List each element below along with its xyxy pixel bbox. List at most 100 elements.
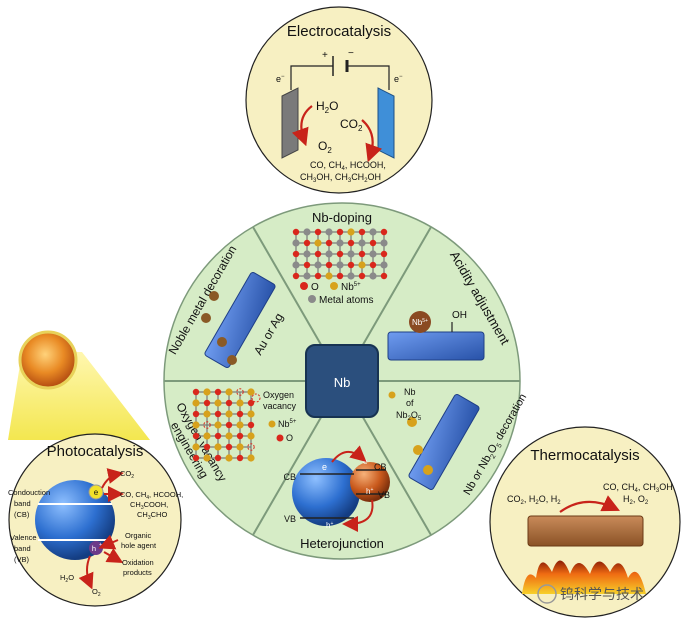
doping-lattice bbox=[292, 228, 388, 280]
oxygen-atom bbox=[247, 421, 255, 429]
photo-prod-3: CH3CHO bbox=[137, 510, 167, 521]
nb-atom bbox=[214, 399, 222, 407]
metal-atom bbox=[303, 250, 311, 258]
oxygen-atom bbox=[225, 443, 233, 451]
nb-center-box bbox=[305, 344, 379, 418]
e-left: e− bbox=[276, 74, 285, 84]
thermo-arrow bbox=[559, 495, 620, 513]
nb-atom bbox=[203, 454, 211, 462]
photocatalysis-panel: Photocatalysis Condouction band (CB) Val… bbox=[8, 433, 183, 607]
wechat-icon bbox=[537, 584, 557, 604]
hetero-e-left: e bbox=[322, 462, 327, 472]
nb-oxide-particle-2 bbox=[413, 445, 423, 455]
oxygen-atom bbox=[380, 228, 388, 236]
oxygen-atom bbox=[292, 272, 300, 280]
oxygen-atom bbox=[214, 410, 222, 418]
ov-o-dot bbox=[276, 434, 284, 442]
photocatalysis-title: Photocatalysis bbox=[47, 443, 144, 460]
oxygen-atom bbox=[214, 432, 222, 440]
legend-metal-dot bbox=[308, 295, 316, 303]
nb-atom bbox=[203, 388, 211, 396]
heterojunction-title: Heterojunction bbox=[300, 536, 384, 551]
electro-products-2: CH3OH, CH3CH2OH bbox=[300, 172, 381, 184]
oxygen-atom bbox=[292, 250, 300, 258]
nb-oxide-label-3: Nb2O5 bbox=[396, 410, 422, 422]
anode-electrode bbox=[281, 87, 299, 159]
oxygen-atom bbox=[336, 272, 344, 280]
oxid-1: Oxidation bbox=[122, 558, 154, 567]
photo-e-label: e bbox=[94, 488, 99, 497]
nb-atom bbox=[203, 410, 211, 418]
hetero-cb-left: CB bbox=[283, 472, 296, 482]
photo-o2: O2 bbox=[92, 587, 101, 598]
metal-atom bbox=[380, 239, 388, 247]
metal-atom bbox=[314, 261, 322, 269]
nb-atom bbox=[236, 421, 244, 429]
oxygen-atom bbox=[336, 228, 344, 236]
metal-atom bbox=[292, 261, 300, 269]
hetero-h-left: h+ bbox=[326, 521, 333, 530]
water-arrow bbox=[78, 555, 94, 590]
legend-o: O bbox=[311, 282, 319, 293]
catalyst-bed bbox=[527, 515, 644, 547]
noble-particle-3 bbox=[217, 337, 227, 347]
oxygen-atom bbox=[314, 272, 322, 280]
ov-vacancy-1: Oxygen bbox=[263, 390, 294, 400]
thermo-products-1: CO, CH4, CH3OH bbox=[603, 482, 673, 494]
hetero-hole-arrow bbox=[342, 499, 374, 532]
legend-metal: Metal atoms bbox=[319, 295, 373, 306]
oxygen-atom bbox=[325, 239, 333, 247]
vacancy-legend-icon bbox=[251, 393, 261, 403]
acidity-oh: OH bbox=[452, 310, 467, 321]
nb-atom bbox=[236, 399, 244, 407]
cb-label-2: band bbox=[14, 499, 31, 508]
noble-particle-4 bbox=[227, 355, 237, 365]
oxygen-atom bbox=[203, 443, 211, 451]
oxygen-atom bbox=[214, 454, 222, 462]
oxygen-atom bbox=[380, 272, 388, 280]
oxygen-atom bbox=[236, 454, 244, 462]
acidity-bar bbox=[387, 331, 485, 361]
oxygen-atom bbox=[325, 261, 333, 269]
sun-beam-group bbox=[8, 330, 150, 440]
cathode-electrode bbox=[377, 87, 395, 159]
metal-atom bbox=[358, 239, 366, 247]
metal-atom bbox=[336, 239, 344, 247]
nb-atom bbox=[358, 261, 366, 269]
nb-oxide-particle-1 bbox=[407, 417, 417, 427]
metal-atom bbox=[369, 228, 377, 236]
wire-left bbox=[290, 65, 333, 90]
electrocatalysis-title: Electrocatalysis bbox=[287, 23, 391, 40]
noble-particle-1 bbox=[209, 291, 219, 301]
metal-atom bbox=[303, 272, 311, 280]
oxygen-atom bbox=[236, 410, 244, 418]
photo-co2: CO2 bbox=[120, 469, 134, 480]
vacancy-site bbox=[236, 388, 244, 396]
nb-wheel: Nb-doping O Nb5+ Metal atoms Acidity adj… bbox=[163, 202, 529, 560]
oxygen-atom bbox=[369, 239, 377, 247]
photo-h2o: H2O bbox=[60, 573, 74, 584]
oxygen-atom bbox=[369, 261, 377, 269]
oxygen-atom bbox=[303, 239, 311, 247]
oxygen-atom bbox=[192, 410, 200, 418]
oxygen-atom bbox=[358, 228, 366, 236]
vb-label-3: (VB) bbox=[14, 555, 30, 564]
hetero-electron-arrow bbox=[331, 445, 367, 463]
nb-oxide-label-2: of bbox=[406, 398, 414, 408]
nb-atom bbox=[347, 228, 355, 236]
oxid-2: products bbox=[123, 568, 152, 577]
nb-atom bbox=[314, 239, 322, 247]
metal-atom bbox=[369, 272, 377, 280]
photo-prod-2: CH3COOH, bbox=[130, 500, 168, 511]
legend-o-dot bbox=[300, 282, 308, 290]
nb-center-label: Nb bbox=[334, 375, 351, 390]
hetero-vb-left: VB bbox=[284, 514, 296, 524]
hole-agent-2: hole agent bbox=[121, 541, 157, 550]
oxygen-atom bbox=[347, 239, 355, 247]
oxygen-atom bbox=[347, 261, 355, 269]
metal-atom bbox=[347, 250, 355, 258]
vacancy-site bbox=[203, 421, 211, 429]
legend-nb: Nb5+ bbox=[341, 282, 361, 293]
oxygen-atom bbox=[292, 228, 300, 236]
